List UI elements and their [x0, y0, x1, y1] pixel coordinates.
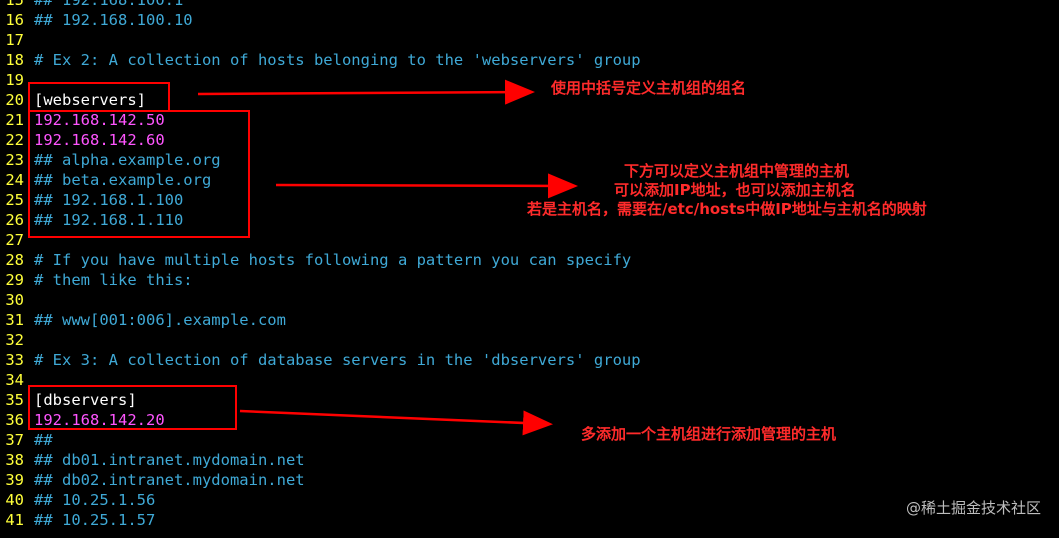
line-number: 15 [5, 0, 24, 9]
code-text[interactable]: # If you have multiple hosts following a… [34, 251, 632, 269]
code-text[interactable]: 192.168.142.50 [34, 111, 165, 129]
code-line[interactable]: 30 [0, 290, 1059, 310]
code-line[interactable]: 38 ## db01.intranet.mydomain.net [0, 450, 1059, 470]
code-text[interactable]: ## 192.168.100.1 [34, 0, 184, 9]
code-text[interactable]: ## 192.168.1.100 [34, 191, 184, 209]
code-text[interactable]: ## [34, 431, 53, 449]
code-line[interactable]: 18 # Ex 2: A collection of hosts belongin… [0, 50, 1059, 70]
line-number: 21 [5, 111, 24, 129]
code-line[interactable]: 25 ## 192.168.1.100 [0, 190, 1059, 210]
line-number: 26 [5, 211, 24, 229]
code-line[interactable]: 16 ## 192.168.100.10 [0, 10, 1059, 30]
line-number: 40 [5, 491, 24, 509]
code-line[interactable]: 33 # Ex 3: A collection of database serve… [0, 350, 1059, 370]
annotation-hosts-line-2: 可以添加IP地址，也可以添加主机名 [614, 181, 856, 199]
code-line[interactable]: 23 ## alpha.example.org [0, 150, 1059, 170]
highlight-box-webservers-hosts [28, 110, 250, 238]
annotation-dbservers: 多添加一个主机组进行添加管理的主机 [581, 425, 837, 443]
line-number: 36 [5, 411, 24, 429]
line-number: 24 [5, 171, 24, 189]
code-line[interactable]: 29 # them like this: [0, 270, 1059, 290]
code-text[interactable]: ## www[001:006].example.com [34, 311, 286, 329]
code-text[interactable]: 192.168.142.20 [34, 411, 165, 429]
code-text[interactable]: 192.168.142.60 [34, 131, 165, 149]
line-number: 35 [5, 391, 24, 409]
line-number: 19 [5, 71, 24, 89]
code-line[interactable]: 15 ## 192.168.100.1 [0, 0, 1059, 10]
code-text[interactable]: # Ex 2: A collection of hosts belonging … [34, 51, 641, 69]
code-line[interactable]: 27 [0, 230, 1059, 250]
code-line[interactable]: 41 ## 10.25.1.57 [0, 510, 1059, 530]
code-text[interactable]: ## db01.intranet.mydomain.net [34, 451, 305, 469]
line-number: 28 [5, 251, 24, 269]
line-number: 39 [5, 471, 24, 489]
code-line[interactable]: 28 # If you have multiple hosts following… [0, 250, 1059, 270]
code-line[interactable]: 35 [dbservers] [0, 390, 1059, 410]
line-number: 23 [5, 151, 24, 169]
line-number: 29 [5, 271, 24, 289]
code-line[interactable]: 19 [0, 70, 1059, 90]
line-number: 33 [5, 351, 24, 369]
annotation-hosts-line-1: 下方可以定义主机组中管理的主机 [624, 162, 850, 180]
line-number: 34 [5, 371, 24, 389]
line-number: 38 [5, 451, 24, 469]
highlight-box-dbservers [28, 385, 237, 430]
code-text[interactable]: ## 192.168.100.10 [34, 11, 193, 29]
line-number: 16 [5, 11, 24, 29]
line-number: 18 [5, 51, 24, 69]
line-number: 17 [5, 31, 24, 49]
code-line[interactable]: 36 192.168.142.20 [0, 410, 1059, 430]
watermark: @稀土掘金技术社区 [905, 499, 1041, 517]
line-number: 22 [5, 131, 24, 149]
code-line[interactable]: 26 ## 192.168.1.110 [0, 210, 1059, 230]
code-line[interactable]: 21 192.168.142.50 [0, 110, 1059, 130]
code-line[interactable]: 20 [webservers] [0, 90, 1059, 110]
code-text[interactable]: [dbservers] [34, 391, 137, 409]
code-text[interactable]: ## 10.25.1.56 [34, 491, 156, 509]
code-text[interactable]: [webservers] [34, 91, 146, 109]
code-line[interactable]: 37 ## [0, 430, 1059, 450]
line-number: 30 [5, 291, 24, 309]
code-text[interactable]: ## 192.168.1.110 [34, 211, 184, 229]
code-line[interactable]: 24 ## beta.example.org [0, 170, 1059, 190]
code-text[interactable]: # them like this: [34, 271, 193, 289]
code-line[interactable]: 31 ## www[001:006].example.com [0, 310, 1059, 330]
line-number: 41 [5, 511, 24, 529]
line-number: 37 [5, 431, 24, 449]
annotation-group-name: 使用中括号定义主机组的组名 [551, 79, 747, 97]
line-number: 31 [5, 311, 24, 329]
code-line[interactable]: 40 ## 10.25.1.56 [0, 490, 1059, 510]
line-number: 32 [5, 331, 24, 349]
code-line[interactable]: 39 ## db02.intranet.mydomain.net [0, 470, 1059, 490]
line-number: 20 [5, 91, 24, 109]
code-text[interactable]: # Ex 3: A collection of database servers… [34, 351, 641, 369]
code-line[interactable]: 34 [0, 370, 1059, 390]
code-text[interactable]: ## db02.intranet.mydomain.net [34, 471, 305, 489]
code-text[interactable]: ## beta.example.org [34, 171, 212, 189]
code-line[interactable]: 17 [0, 30, 1059, 50]
code-line[interactable]: 22 192.168.142.60 [0, 130, 1059, 150]
code-text[interactable]: ## 10.25.1.57 [34, 511, 156, 529]
code-line[interactable]: 32 [0, 330, 1059, 350]
line-number: 25 [5, 191, 24, 209]
annotation-hosts-line-3: 若是主机名，需要在/etc/hosts中做IP地址与主机名的映射 [527, 200, 927, 218]
line-number: 27 [5, 231, 24, 249]
highlight-box-webservers-header [28, 82, 170, 112]
code-text[interactable]: ## alpha.example.org [34, 151, 221, 169]
